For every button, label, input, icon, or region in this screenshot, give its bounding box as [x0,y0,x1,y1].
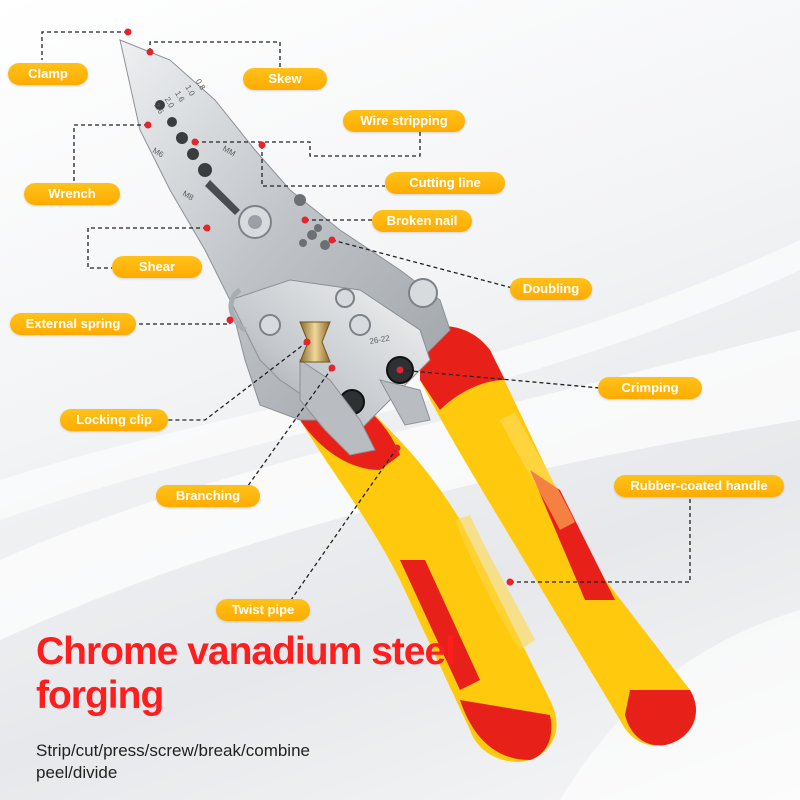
pliers-head [119,39,451,456]
label-broken-nail: Broken nail [372,210,472,232]
label-crimping: Crimping [598,377,702,399]
right-handle [420,326,696,746]
feature-list-line-2: peel/divide [36,763,118,782]
label-branching: Branching [156,485,260,507]
label-doubling: Doubling [510,278,592,300]
headline: Chrome vanadium steel forging [36,630,456,718]
headline-line-1: Chrome vanadium steel [36,630,456,673]
label-locking-clip: Locking clip [60,409,168,431]
feature-list: Strip/cut/press/screw/break/combine peel… [36,740,310,784]
engraving-crimp-range: 26-22 [369,333,391,346]
label-twist-pipe: Twist pipe [216,599,310,621]
label-wrench: Wrench [24,183,120,205]
label-shear: Shear [112,256,202,278]
feature-list-line-1: Strip/cut/press/screw/break/combine [36,741,310,760]
label-external-spring: External spring [10,313,136,335]
label-rubber-coated-handle: Rubber-coated handle [614,475,784,497]
label-wire-stripping: Wire stripping [343,110,465,132]
label-clamp: Clamp [8,63,88,85]
label-skew: Skew [243,68,327,90]
label-cutting-line: Cutting line [385,172,505,194]
headline-line-2: forging [36,674,164,717]
